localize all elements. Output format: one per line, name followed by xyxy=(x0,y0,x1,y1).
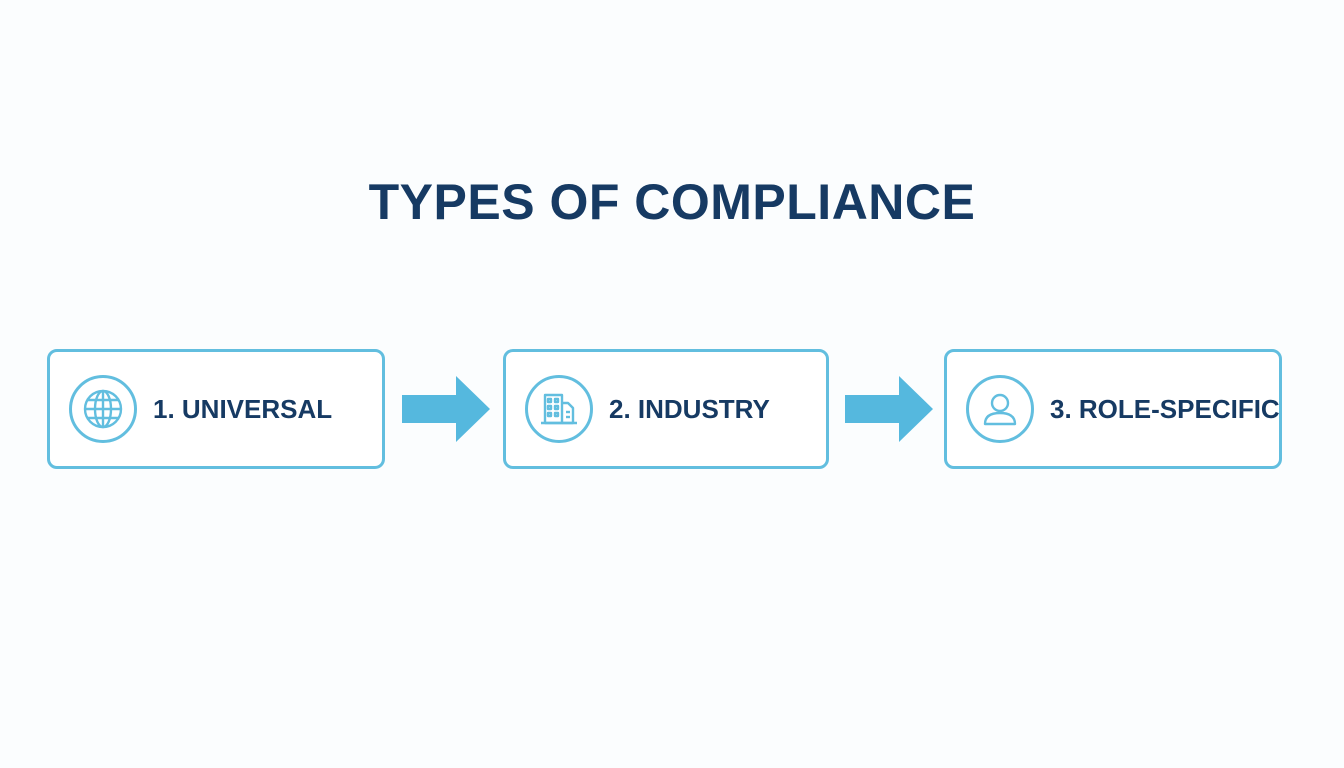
step-label: 1. UNIVERSAL xyxy=(153,393,333,424)
diagram-title: TYPES OF COMPLIANCE xyxy=(368,174,976,230)
step-universal: 1. UNIVERSAL xyxy=(47,349,385,469)
globe-icon xyxy=(69,375,137,443)
building-icon xyxy=(525,375,593,443)
arrow-right-icon xyxy=(845,376,933,442)
user-icon xyxy=(966,375,1034,443)
step-label: 3. ROLE-SPECIFIC xyxy=(1050,393,1280,424)
arrow-right-icon xyxy=(402,376,490,442)
step-industry: 2. INDUSTRY xyxy=(503,349,829,469)
step-role-specific: 3. ROLE-SPECIFIC xyxy=(944,349,1282,469)
step-label: 2. INDUSTRY xyxy=(609,393,770,424)
